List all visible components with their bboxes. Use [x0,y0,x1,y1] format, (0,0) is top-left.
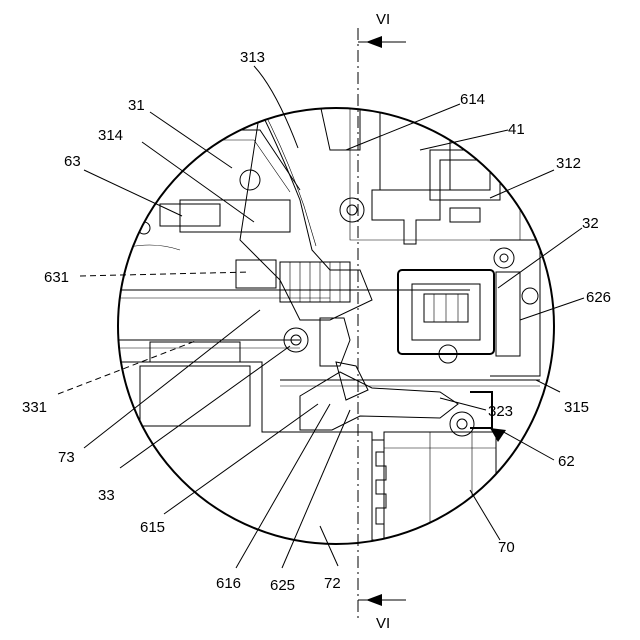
lever-323 [300,372,458,430]
block-631 [236,260,276,288]
label-315: 315 [564,399,589,416]
section-mark-bottom: VI [376,615,390,632]
block-73-inner [140,366,250,426]
leader-lines [58,66,584,568]
hatched-plate-626 [496,272,520,356]
motor-70 [384,432,496,562]
label-312: 312 [556,155,581,172]
label-33: 33 [98,487,115,504]
label-70: 70 [498,539,515,556]
cam-616 [336,362,368,400]
label-313: 313 [240,49,265,66]
label-73: 73 [58,449,75,466]
label-63: 63 [64,153,81,170]
detail-circle [118,108,554,544]
label-41: 41 [508,121,525,138]
label-631: 631 [44,269,69,286]
part-331 [150,342,240,362]
arrow-top [366,36,382,48]
label-614: 614 [460,91,485,108]
label-331: 331 [22,399,47,416]
label-314: 314 [98,127,123,144]
label-323: 323 [488,403,513,420]
label-62: 62 [558,453,575,470]
arrow-bottom [366,594,382,606]
rod-63 [160,204,220,226]
label-72: 72 [324,575,341,592]
screw-631 [280,262,350,302]
component-614 [320,104,360,150]
label-32: 32 [582,215,599,232]
section-mark-top: VI [376,11,390,28]
label-626: 626 [586,289,611,306]
label-625: 625 [270,577,295,594]
label-616: 616 [216,575,241,592]
label-615: 615 [140,519,165,536]
label-31: 31 [128,97,145,114]
